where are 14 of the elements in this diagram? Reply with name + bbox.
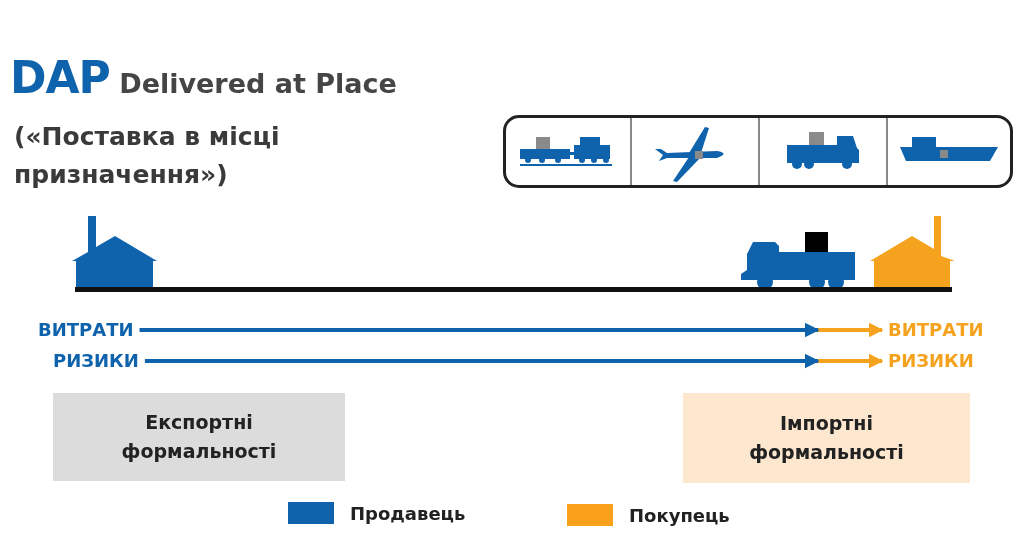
arrow xyxy=(139,323,884,338)
cost-label: ВИТРАТИ xyxy=(38,319,134,341)
risk-label: РИЗИКИ xyxy=(888,350,974,372)
legend-label: Покупець xyxy=(629,505,730,526)
subtitle: («Поставка в місці призначення») xyxy=(14,121,281,191)
cost-label: ВИТРАТИ xyxy=(888,319,984,341)
legend-label: Продавець xyxy=(350,503,466,524)
arrow xyxy=(144,354,884,369)
risk-label: РИЗИКИ xyxy=(53,350,139,372)
export-formalities-panel xyxy=(53,393,345,481)
diagram-title: DAP Delivered at Place xyxy=(10,52,397,103)
formalities-label: Експортні формальності xyxy=(121,409,277,464)
formalities-label: Імпортні формальності xyxy=(749,410,904,465)
import-formalities-panel xyxy=(683,393,970,483)
